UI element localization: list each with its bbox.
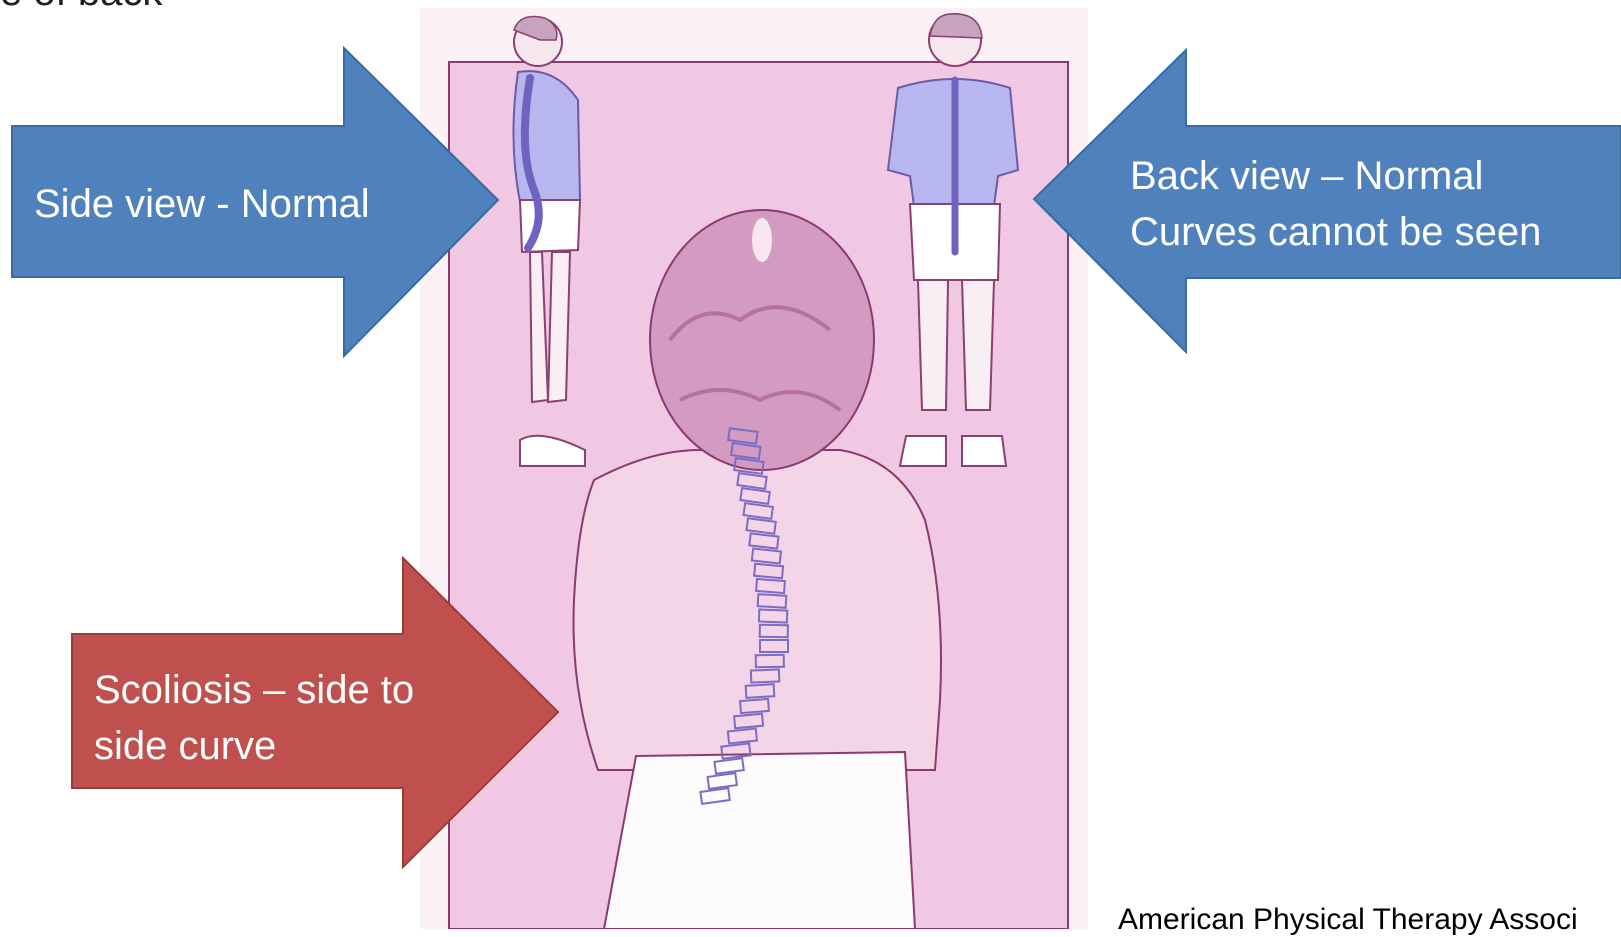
back-view-label: Back view – Normal Curves cannot be seen bbox=[1130, 148, 1541, 260]
source-credit: American Physical Therapy Associ bbox=[1118, 903, 1578, 937]
side-view-label: Side view - Normal bbox=[34, 176, 370, 232]
scoliosis-label: Scoliosis – side to side curve bbox=[94, 662, 414, 774]
